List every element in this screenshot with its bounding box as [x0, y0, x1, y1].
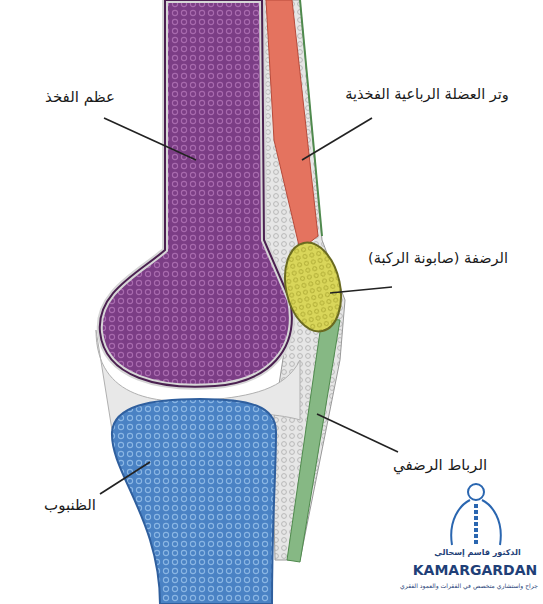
- watermark: KAMARGARDAN: [412, 562, 538, 579]
- watermark-name: الدكتور قاسم إسحالي: [420, 548, 535, 558]
- ligament-label: الرباط الرضفي: [385, 456, 495, 474]
- bone-label: الظنبوب: [30, 496, 110, 514]
- patellar-ligament: [287, 318, 340, 562]
- leader-line: [330, 287, 392, 293]
- femur-outline: [100, 0, 292, 387]
- tibia: [112, 399, 276, 604]
- patella: [277, 237, 349, 336]
- anterior-edge: [300, 0, 322, 236]
- watermark-subtitle: جراح واستشاري متخصص في الفقرات والعمود ا…: [400, 582, 538, 589]
- logo-figure: [451, 484, 501, 545]
- leader-line: [104, 118, 196, 160]
- bone-label: عظم الفخذ: [20, 88, 140, 106]
- leader-line: [302, 118, 372, 160]
- femur-cartilage: [100, 0, 292, 387]
- tendon-label: وتر العضلة الرباعية الفخذية: [318, 86, 536, 103]
- quadriceps-tendon: [266, 0, 318, 250]
- leader-line: [100, 462, 150, 494]
- patella-label: الرضفة (صابونة الركبة): [340, 250, 536, 267]
- leader-line: [317, 414, 398, 452]
